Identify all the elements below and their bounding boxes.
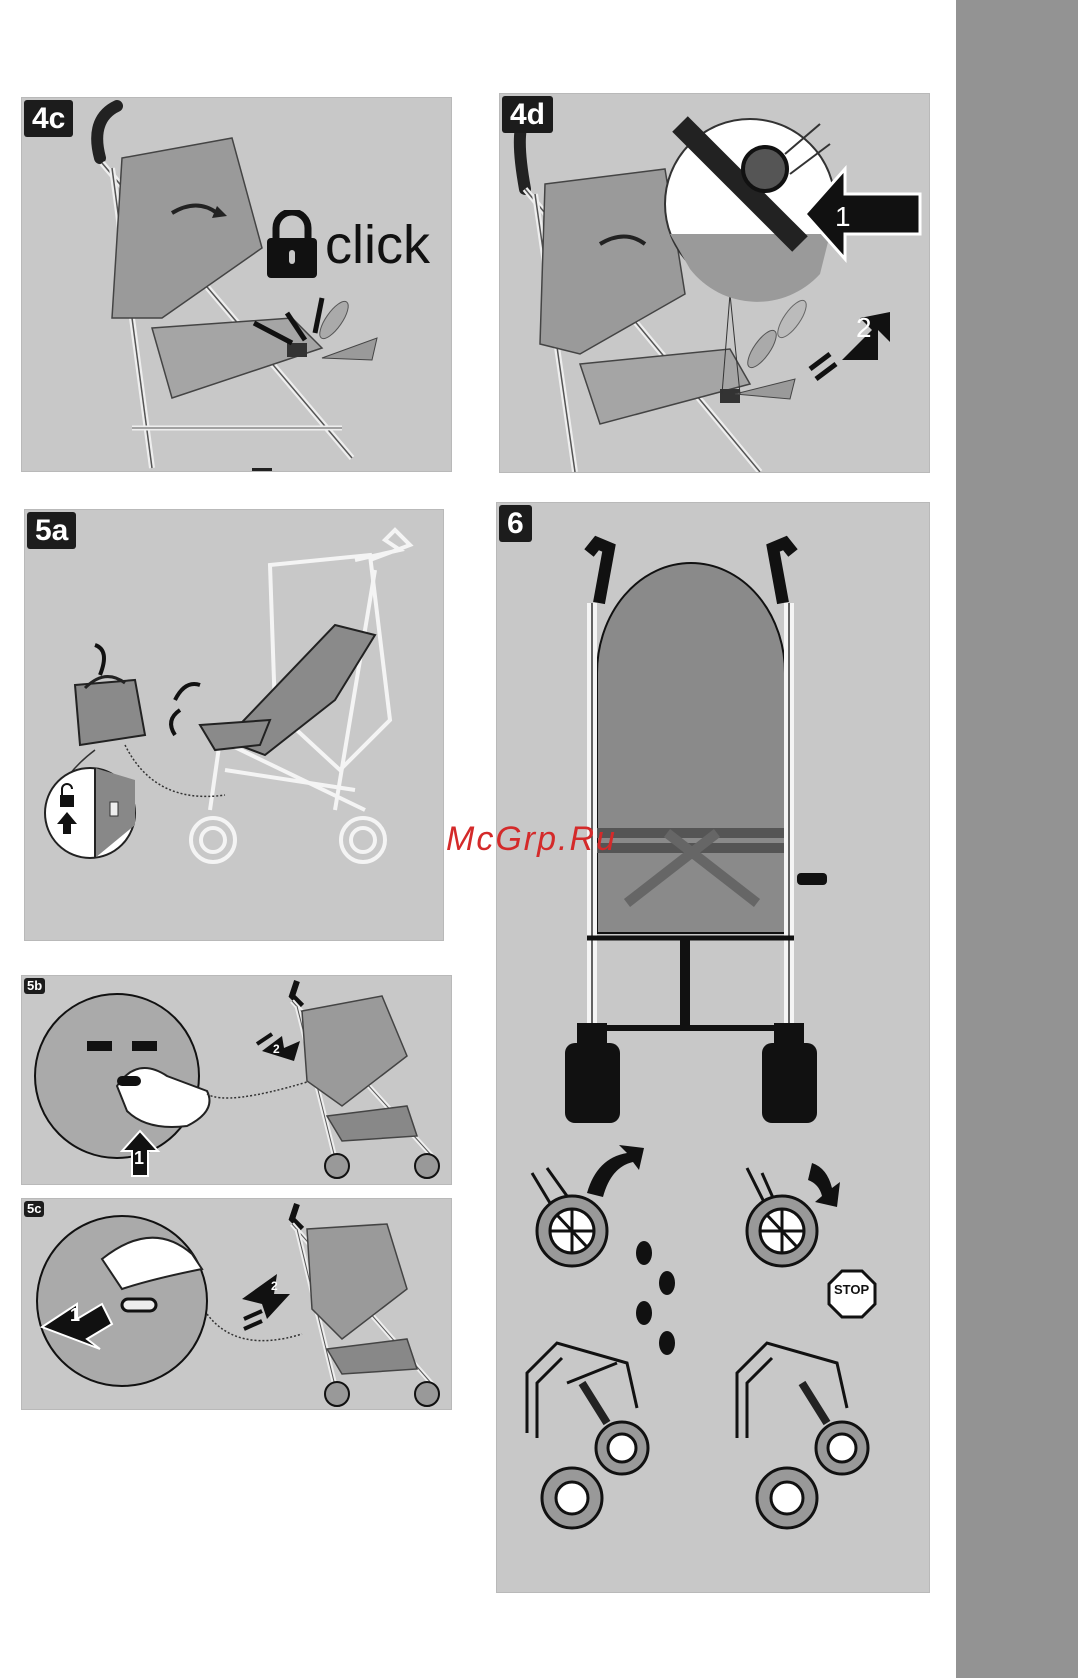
arrow-2-number: 2 (856, 312, 872, 344)
click-caption: click (325, 218, 430, 272)
arrow-2-number: 2 (271, 1279, 278, 1293)
canopy-removal-illustration (25, 510, 443, 940)
padlock-icon (262, 210, 322, 280)
footprint-icon (636, 1241, 675, 1355)
panel-5c: 1 2 5c (21, 1198, 452, 1410)
stroller-recline-illustration (22, 98, 451, 471)
stroller-release-illustration (500, 94, 929, 472)
panel-6: STOP 6 (496, 502, 930, 1593)
panel-5b: 1 2 5b (21, 975, 452, 1185)
side-tab (956, 0, 1078, 1678)
step-label: 5c (24, 1201, 44, 1217)
step-label: 5b (24, 978, 45, 994)
arrow-1-number: 1 (835, 201, 851, 233)
stop-sign-text: STOP (834, 1282, 869, 1297)
step-label: 4c (24, 100, 73, 137)
watermark: McGrp.Ru (446, 820, 617, 859)
panel-4d: 1 2 4d (499, 93, 930, 473)
wheels-and-brake-illustration (497, 503, 929, 1592)
step-label: 6 (499, 505, 532, 542)
panel-5a: 5a (24, 509, 444, 941)
recline-adjust-illustration (22, 976, 451, 1184)
arrow-1-number: 1 (70, 1305, 80, 1326)
arrow-2-number: 2 (273, 1042, 280, 1056)
step-label: 5a (27, 512, 76, 549)
recline-raise-illustration (22, 1199, 451, 1409)
step-label: 4d (502, 96, 553, 133)
arrow-1-number: 1 (134, 1148, 144, 1169)
panel-4c: 4c click (21, 97, 452, 472)
